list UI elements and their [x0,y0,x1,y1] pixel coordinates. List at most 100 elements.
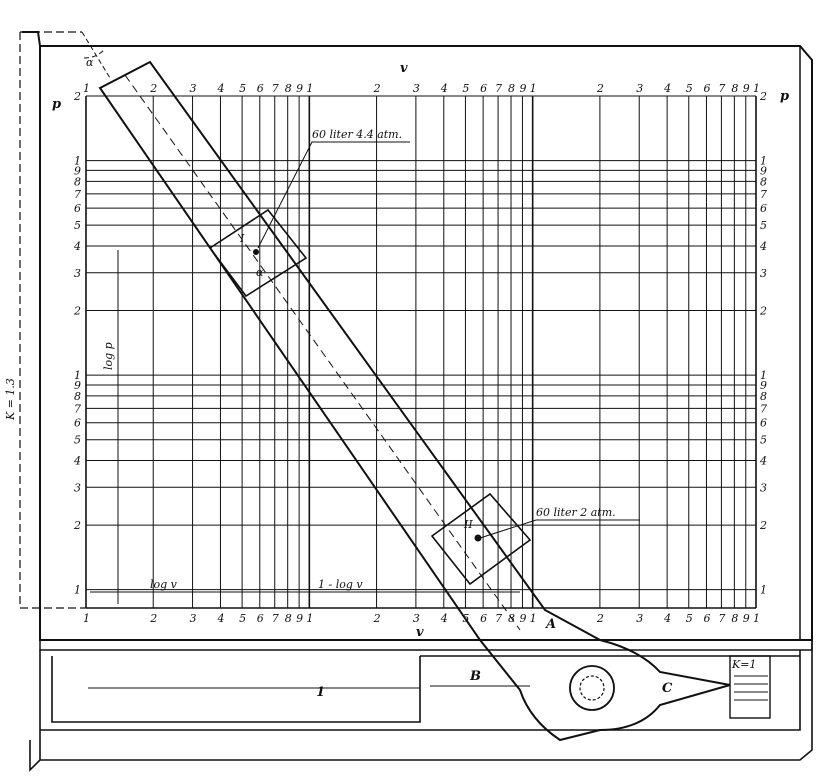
logp-label: log p [102,342,115,370]
bottom-tick-label: 8 [731,612,738,625]
one-minus-logv-label: 1 - log v [318,578,363,591]
top-tick-label: 4 [663,82,671,95]
annotation-top-leader [257,141,410,249]
top-tick-label: 4 [440,82,448,95]
slide-label-A: A [544,617,556,632]
bottom-tick-label: 4 [440,612,448,625]
right-tick-label: 9 [760,164,767,177]
left-tick-label: 5 [74,219,81,232]
k-box [729,655,771,719]
top-tick-label: 4 [216,82,224,95]
top-tick-label: 6 [703,82,710,95]
bottom-tick-label: 4 [663,612,671,625]
left-tick-label: 4 [73,240,81,253]
top-tick-label: 5 [686,82,693,95]
top-tick-label: 7 [272,82,279,95]
right-tick-label: 5 [760,434,767,447]
right-tick-label: 6 [760,417,767,430]
annotation-top: 60 liter 4.4 atm. [312,128,402,141]
rail-label-B: B [469,669,481,684]
bottom-tick-label: 2 [149,612,157,625]
top-tick-label: 9 [519,82,526,95]
top-tick-label: 7 [718,82,725,95]
right-tick-label: 3 [760,267,767,280]
bottom-tick-label: 6 [703,612,710,625]
top-tick-label: 8 [285,82,292,95]
top-tick-label: 1 [83,82,90,95]
angle-arc [81,31,111,79]
bottom-tick-label: 8 [285,612,292,625]
bottom-tick-label: 5 [239,612,246,625]
top-axis-label: v [400,61,408,76]
rail-label-1: 1 [316,685,325,700]
left-scale-label: p [52,97,61,112]
top-tick-label: 1 [753,82,760,95]
annotation-bottom-leader [479,519,640,539]
left-tick-label: 1 [74,155,81,168]
top-tick-label: 3 [413,82,420,95]
left-tick-label: 2 [73,305,81,318]
left-tick-label: 4 [73,455,81,468]
board-outline [22,31,813,641]
top-tick-label: 3 [190,82,197,95]
left-tick-label: 9 [74,379,81,392]
bottom-tick-label: 3 [636,612,643,625]
k-label: K = 1.3 [4,378,17,421]
right-tick-label: 4 [759,240,767,253]
left-tick-label: 3 [74,267,81,280]
left-tick-label: 9 [74,164,81,177]
top-tick-label: 2 [373,82,381,95]
bottom-tick-label: 1 [306,612,313,625]
bottom-tick-label: 1 [83,612,90,625]
bottom-tick-label: 9 [743,612,750,625]
pivot-outer [569,665,615,711]
top-tick-label: 2 [596,82,604,95]
top-tick-label: 1 [530,82,537,95]
top-tick-label: 6 [480,82,487,95]
bottom-tick-label: 7 [495,612,502,625]
right-tick-label: 4 [759,455,767,468]
right-tick-label: 1 [760,584,767,597]
cursor-upper [208,208,308,298]
top-tick-label: 8 [508,82,515,95]
bottom-tick-label: 3 [190,612,197,625]
top-tick-label: 5 [462,82,469,95]
left-tick-label: 5 [74,434,81,447]
left-tick-label: 8 [74,390,81,403]
bottom-tick-label: 3 [413,612,420,625]
right-tick-label: 1 [760,369,767,382]
left-tick-label: 3 [74,481,81,494]
bottom-rail [29,640,813,772]
cursor-mark-2: II [463,518,473,531]
bottom-tick-label: 9 [296,612,303,625]
top-tick-label: 6 [257,82,264,95]
logv-label: log v [150,578,178,591]
bottom-tick-label: 4 [216,612,224,625]
bottom-tick-label: 2 [596,612,604,625]
slide-arm [98,60,731,742]
annotation-bottom: 60 liter 2 atm. [536,506,616,519]
top-tick-label: 9 [743,82,750,95]
left-tick-label: 8 [74,175,81,188]
k-box-hatch [734,675,768,701]
bottom-tick-label: 6 [480,612,487,625]
left-tick-label: 2 [73,90,81,103]
k-box-label: K=1 [731,658,756,671]
right-tick-label: 2 [759,90,767,103]
top-tick-label: 2 [149,82,157,95]
right-tick-label: 8 [760,390,767,403]
cursor-alpha: α [256,266,264,279]
right-tick-label: 7 [760,402,767,415]
left-tick-label: 7 [74,188,81,201]
bottom-tick-label: 1 [753,612,760,625]
bottom-axis-label: v [416,625,424,640]
right-tick-label: 8 [760,175,767,188]
bottom-tick-label: 5 [686,612,693,625]
top-tick-label: 1 [306,82,313,95]
cursor-lower [430,492,532,586]
right-scale-label: p [780,89,789,104]
